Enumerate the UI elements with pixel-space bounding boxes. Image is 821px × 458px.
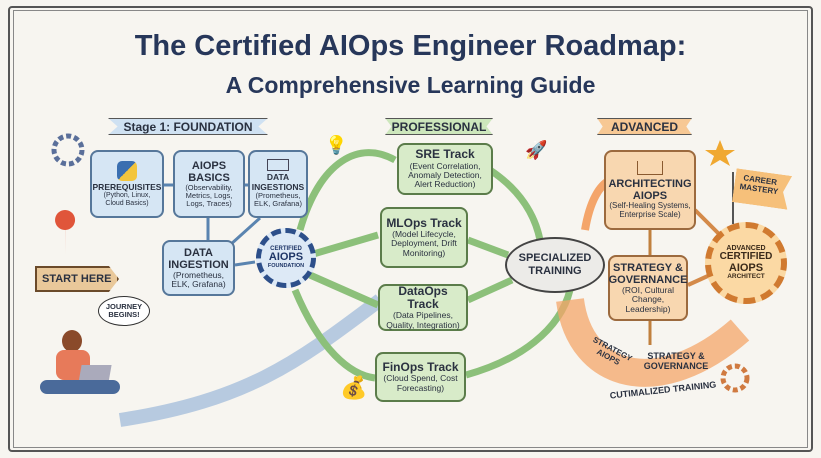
data-ingestions-box: DATA INGESTIONS (Prometheus, ELK, Grafan… bbox=[248, 150, 308, 218]
rocket-icon: 🚀 bbox=[525, 140, 548, 160]
page-subtitle: A Comprehensive Learning Guide bbox=[225, 72, 596, 98]
professional-banner: PROFESSIONAL bbox=[385, 118, 493, 135]
money-bag-icon: 💰 bbox=[340, 375, 368, 400]
arc-label-strategy-governance: STRATEGY & GOVERNANCE bbox=[643, 351, 709, 371]
aiops-basics-box: AIOPS BASICS (Observability, Metrics, Lo… bbox=[173, 150, 245, 218]
start-here-sign: START HERE bbox=[35, 266, 119, 292]
data-ingestion-box: DATA INGESTION (Prometheus, ELK, Grafana… bbox=[162, 240, 235, 296]
person-with-laptop-illustration bbox=[40, 330, 120, 410]
advanced-banner: ADVANCED bbox=[597, 118, 692, 135]
foundation-badge: CERTIFIED AIOPS FOUNDATION bbox=[256, 228, 316, 288]
chart-icon bbox=[267, 159, 289, 172]
specialized-training-hub: SPECIALIZED TRAINING bbox=[505, 237, 605, 293]
advanced-architect-badge: ADVANCED CERTIFIED AIOPS ARCHITECT bbox=[705, 222, 787, 304]
prerequisites-box: PREREQUISITES (Python, Linux, Cloud Basi… bbox=[90, 150, 164, 218]
outer-frame bbox=[8, 6, 813, 452]
track-dataops: DataOps Track (Data Pipelines, Quality, … bbox=[378, 284, 468, 331]
architecting-aiops-box: ARCHITECTING AIOPS (Self-Healing Systems… bbox=[604, 150, 696, 230]
track-finops: FinOps Track (Cloud Spend, Cost Forecast… bbox=[375, 352, 466, 402]
foundation-banner: Stage 1: FOUNDATION bbox=[108, 118, 268, 135]
lightbulb-icon: 💡 bbox=[325, 135, 348, 155]
python-icon bbox=[117, 160, 137, 181]
track-mlops: MLOps Track (Model Lifecycle, Deployment… bbox=[380, 207, 468, 268]
journey-speech-bubble: JOURNEY BEGINS! bbox=[98, 296, 150, 326]
page-title: The Certified AIOps Engineer Roadmap: bbox=[134, 30, 687, 62]
strategy-governance-box: STRATEGY & GOVERNANCE (ROI, Cultural Cha… bbox=[608, 255, 688, 321]
inner-frame bbox=[13, 10, 808, 448]
hierarchy-icon bbox=[637, 160, 663, 175]
track-sre: SRE Track (Event Correlation, Anomaly De… bbox=[397, 143, 493, 195]
